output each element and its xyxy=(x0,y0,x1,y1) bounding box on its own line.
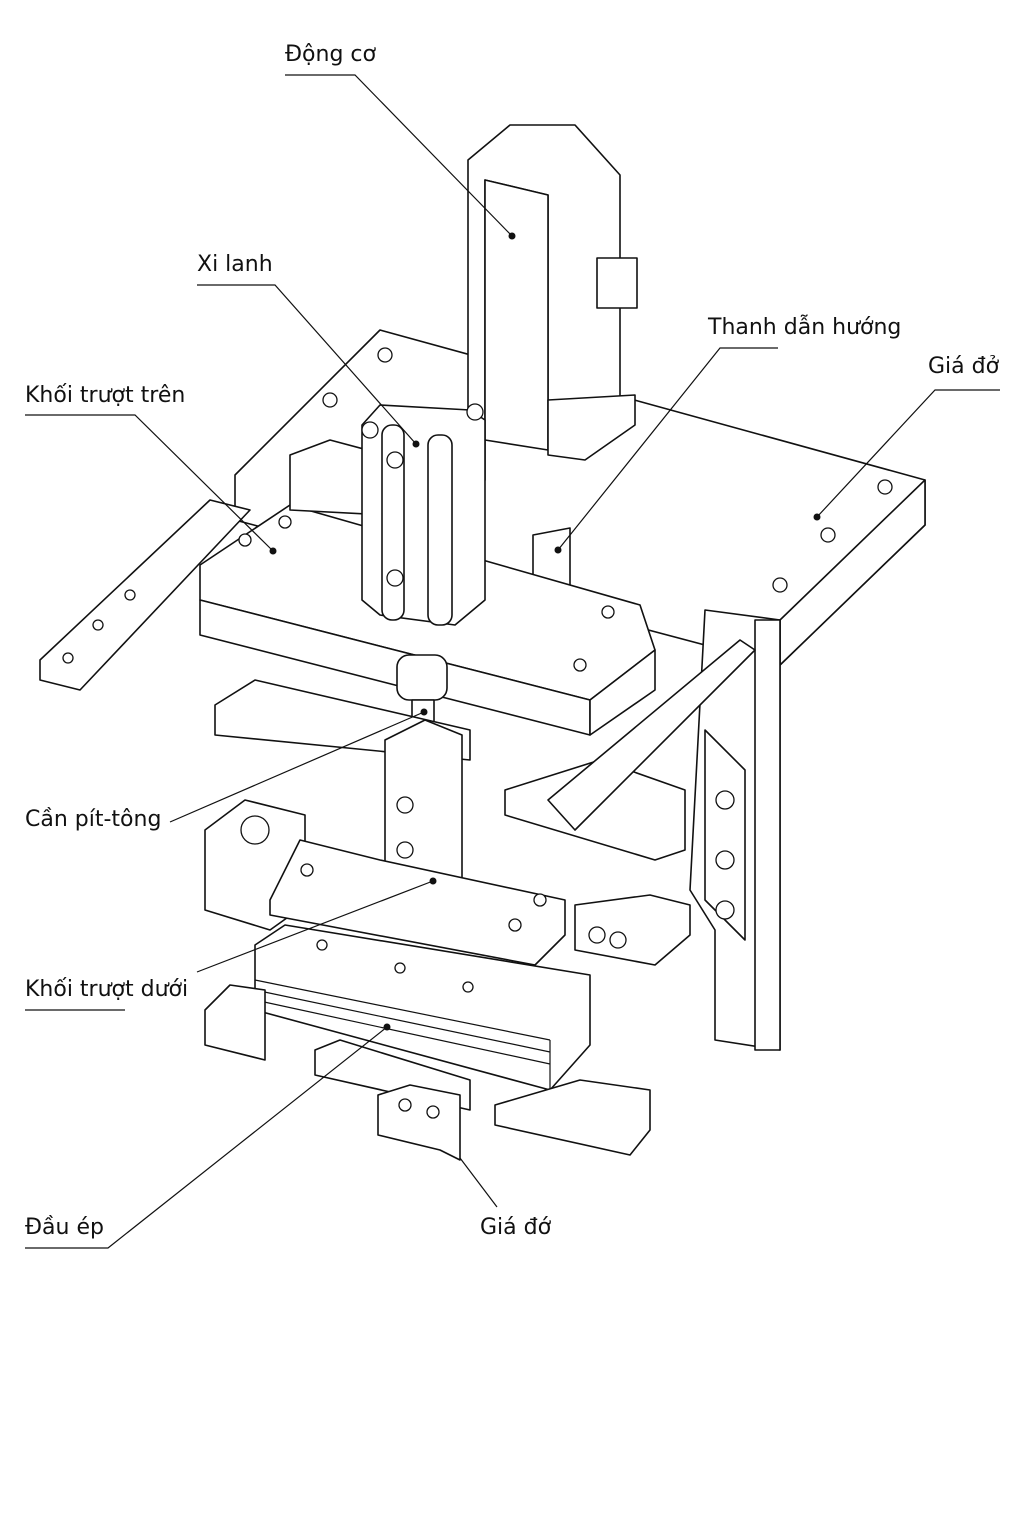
left-rail xyxy=(39,499,251,691)
cylinder-body xyxy=(361,404,486,626)
bottom-bracket xyxy=(377,1084,461,1161)
label-cylinder: Xi lanh xyxy=(197,252,273,277)
label-upper-slide-block: Khối trượt trên xyxy=(25,383,186,408)
label-frame-right: Giá đở xyxy=(928,354,1000,379)
label-piston-rod: Cần pít-tông xyxy=(25,807,162,832)
label-guide-rod: Thanh dẫn hướng xyxy=(708,315,902,340)
lower-slide-block xyxy=(269,839,566,966)
label-lower-slide-block: Khối trượt dưới xyxy=(25,977,189,1002)
leader-lines xyxy=(25,74,1000,1249)
label-frame-bottom: Giá đớ xyxy=(480,1215,552,1240)
label-motor: Động cơ xyxy=(285,42,376,67)
piston-rod-part xyxy=(396,654,448,701)
label-press-head: Đầu ép xyxy=(25,1215,104,1240)
